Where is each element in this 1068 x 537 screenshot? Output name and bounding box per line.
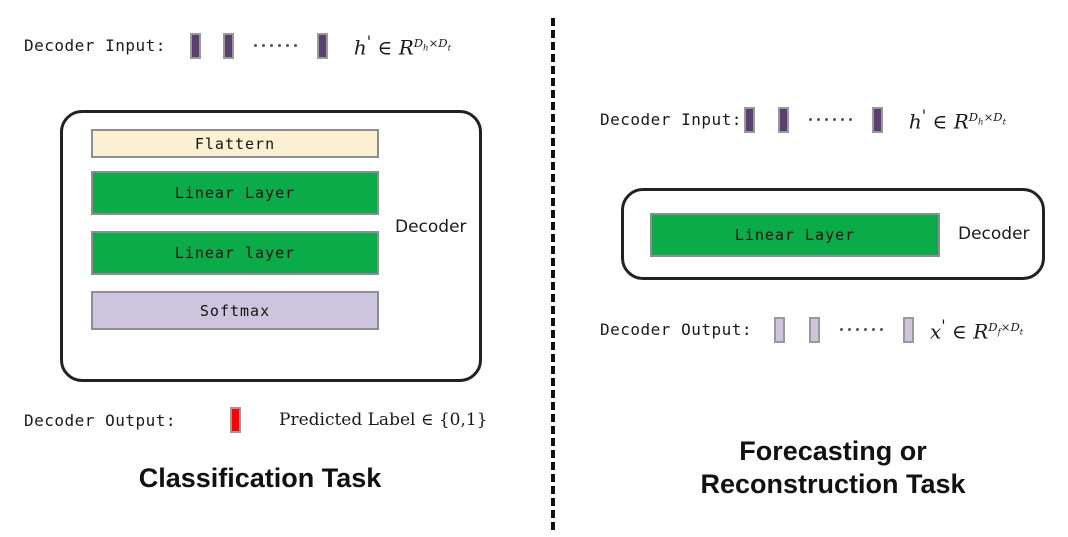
math-dim-rows-sub: f (997, 327, 1001, 338)
math-dim-rows-sub: h (423, 43, 429, 54)
math-symbol-h: h (908, 109, 922, 134)
right-input-math: h' ∈ RDh×Dt (909, 106, 1006, 134)
right-decoder-output-row: Decoder Output: x' ∈ RDf×Dt (600, 316, 1023, 344)
math-dim-cols-sub: t (1019, 327, 1024, 338)
math-dim-rows: D (968, 110, 979, 124)
math-member: ∈ (932, 109, 948, 134)
right-decoder-tag: Decoder (958, 224, 1030, 244)
right-output-math: x' ∈ RDf×Dt (930, 316, 1023, 344)
left-decoder-tag: Decoder (395, 217, 467, 237)
input-token (222, 32, 234, 59)
input-token (743, 106, 755, 133)
right-decoder-input-label: Decoder Input: (600, 110, 742, 130)
math-prime: ' (921, 106, 927, 125)
math-times: × (983, 110, 994, 124)
math-dim-rows: D (413, 36, 424, 50)
right-decoder-input-row: Decoder Input: h' ∈ RDh×Dt (600, 106, 1006, 134)
layer-label: Softmax (199, 301, 271, 320)
math-dim-rows: D (988, 320, 998, 334)
output-token (809, 316, 820, 343)
math-prime: ' (366, 32, 372, 51)
math-symbol-h: h (353, 35, 367, 60)
layer-softmax[interactable]: Softmax (91, 291, 379, 330)
layer-label: Flattern (194, 134, 276, 153)
layer-linear-layer-1[interactable]: Linear Layer (91, 171, 379, 215)
input-token (316, 32, 328, 59)
math-times: × (1000, 320, 1011, 334)
layer-label: Linear Layer (734, 226, 856, 244)
output-token (774, 316, 785, 343)
math-symbol-x: x (930, 319, 942, 344)
predicted-label-annotation: Predicted Label ∈ {0,1} (279, 410, 488, 430)
math-dim-cols: D (993, 110, 1003, 124)
layer-label: Linear layer (174, 244, 296, 262)
panel-divider (551, 18, 555, 530)
ellipsis-icon (253, 44, 297, 48)
left-decoder-output-row: Decoder Output: Predicted Label ∈ {0,1} (24, 407, 488, 433)
layer-flattern[interactable]: Flattern (91, 129, 379, 158)
math-space-R: R (398, 35, 414, 60)
math-space-R: R (953, 109, 969, 134)
input-token (871, 106, 883, 133)
math-dim-rows-sub: h (978, 117, 984, 128)
math-dim-cols: D (438, 36, 448, 50)
input-token (189, 32, 201, 59)
math-member: ∈ (377, 35, 393, 60)
classification-task-panel: Decoder Input: h' ∈ RDh×Dt Flattern Line… (24, 32, 488, 493)
math-dim-cols-sub: t (447, 43, 452, 54)
layer-linear-layer-2[interactable]: Linear layer (91, 231, 379, 275)
ellipsis-icon (808, 118, 852, 122)
right-decoder-output-label: Decoder Output: (600, 320, 752, 340)
output-token-predicted-label (230, 407, 241, 433)
left-panel-caption: Classification Task (138, 463, 382, 493)
output-token (903, 316, 914, 343)
layer-linear-layer[interactable]: Linear Layer (650, 213, 940, 257)
forecasting-reconstruction-task-panel: Decoder Input: h' ∈ RDh×Dt Linear Layer … (553, 0, 1068, 537)
input-token (777, 106, 789, 133)
ellipsis-icon (840, 328, 883, 332)
left-decoder-input-row: Decoder Input: h' ∈ RDh×Dt (24, 32, 451, 60)
left-input-math: h' ∈ RDh×Dt (354, 32, 451, 60)
left-decoder-box: Flattern Linear Layer Linear layer Softm… (60, 110, 482, 382)
math-times: × (428, 36, 439, 50)
layer-label: Linear Layer (174, 184, 296, 202)
right-decoder-box: Linear Layer Decoder (621, 188, 1045, 280)
left-decoder-output-label: Decoder Output: (24, 410, 176, 430)
math-dim-cols: D (1010, 320, 1020, 334)
math-member: ∈ (952, 319, 967, 344)
left-decoder-input-label: Decoder Input: (24, 36, 166, 56)
math-space-R: R (973, 319, 989, 344)
math-dim-cols-sub: t (1002, 117, 1007, 128)
math-prime: ' (941, 316, 946, 335)
right-panel-caption: Forecasting or Reconstruction Task (700, 436, 966, 499)
